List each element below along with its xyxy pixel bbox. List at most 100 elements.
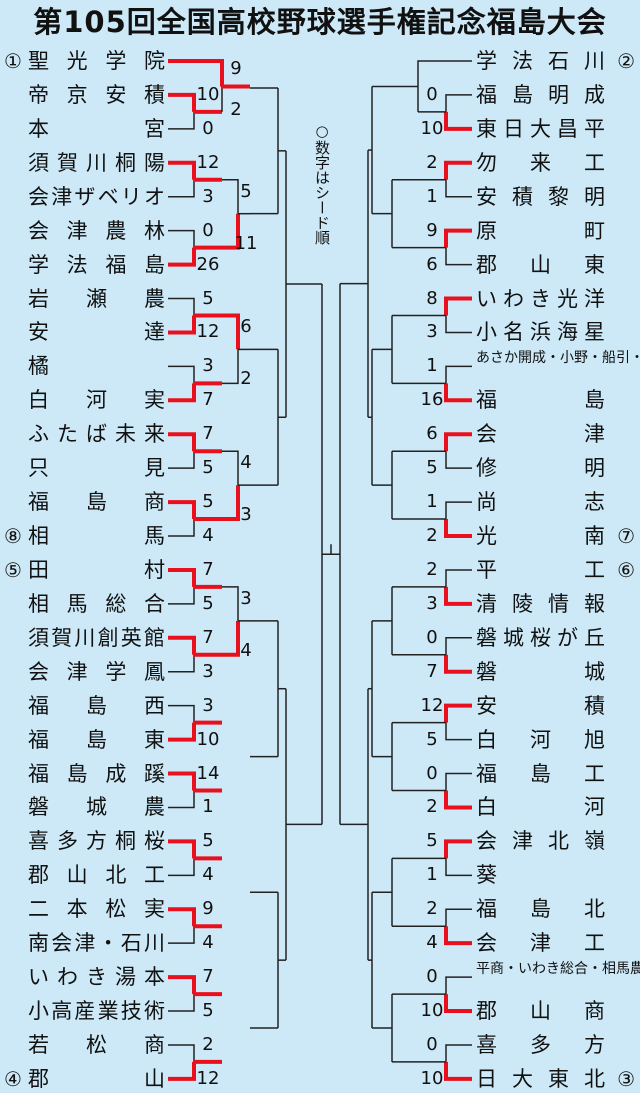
score-label: 4 — [240, 452, 252, 474]
score-label: 5 — [202, 830, 214, 852]
team-left-1: 帝京安積 — [4, 81, 172, 109]
team-right-9: あさか開成・小野・船引・伊達 — [472, 351, 640, 380]
team-right-25: 福島北 — [472, 895, 636, 923]
bracket-line — [445, 247, 472, 266]
score-label: 7 — [202, 389, 214, 411]
team-name: 原町 — [476, 218, 606, 243]
bracket-line — [168, 432, 196, 452]
team-left-29: 若松商 — [4, 1031, 172, 1059]
team-right-29: 喜多方 — [472, 1031, 636, 1059]
score-label: 5 — [202, 457, 214, 479]
team-right-6: 郡山東 — [472, 251, 636, 279]
team-name: 岩瀬農 — [28, 286, 166, 311]
score-label: 2 — [426, 151, 438, 173]
team-right-20: 白河旭 — [472, 726, 636, 754]
team-left-16: 相馬総合 — [4, 590, 172, 618]
bracket-line — [444, 703, 472, 723]
bracket-line — [168, 451, 195, 469]
team-name: 郡山 — [28, 1066, 166, 1091]
bracket-line — [445, 501, 472, 520]
bracket-line — [168, 519, 195, 537]
score-label: 12 — [196, 151, 220, 173]
bracket-line — [444, 790, 472, 810]
team-left-6: 学法福島 — [4, 251, 172, 279]
score-label: 5 — [426, 728, 438, 750]
bracket-line — [168, 229, 195, 248]
score-label: 16 — [420, 389, 444, 411]
team-name: 福島商 — [28, 490, 166, 515]
team-name: いわき光洋 — [476, 286, 606, 311]
score-label: 4 — [202, 525, 214, 547]
team-left-9: 橘 — [4, 352, 172, 380]
bracket-line — [168, 365, 195, 384]
score-label: 3 — [426, 592, 438, 614]
score-label: 12 — [196, 1067, 220, 1089]
bracket-line — [168, 315, 196, 335]
team-left-19: 福島西 — [4, 692, 172, 720]
score-label: 3 — [240, 587, 252, 609]
bracket-line — [168, 383, 196, 403]
team-name: 福島東 — [28, 727, 166, 752]
score-label: 9 — [202, 898, 214, 920]
team-name: 尚志 — [476, 490, 606, 515]
bracket-line — [168, 839, 196, 859]
score-label: 6 — [426, 423, 438, 445]
bracket-line — [168, 160, 196, 180]
seed-mark: ⑤ — [4, 557, 23, 582]
team-right-22: 白河 — [472, 793, 636, 821]
score-label: 5 — [202, 592, 214, 614]
score-label: 10 — [420, 1067, 444, 1089]
bracket-line — [168, 635, 196, 655]
team-name: 郡山商 — [476, 999, 606, 1024]
bracket-line — [168, 179, 195, 198]
team-name: 清陵情報 — [476, 591, 606, 616]
team-name: 安積 — [476, 693, 606, 718]
bracket-line — [444, 228, 472, 248]
team-name: ふたば未来 — [28, 422, 166, 447]
bracket-line — [445, 722, 472, 741]
team-right-1: 福島明成 — [472, 81, 636, 109]
bracket-line — [444, 994, 472, 1014]
team-name: 橘 — [28, 354, 50, 379]
team-right-26: 会津工 — [472, 929, 636, 957]
score-label: 5 — [426, 830, 438, 852]
bracket-line — [444, 383, 472, 403]
bracket-line — [168, 975, 196, 995]
bracket-line — [444, 1061, 472, 1081]
seed-mark: ⑦ — [617, 524, 636, 549]
bracket-line — [168, 858, 195, 877]
seed-mark: ② — [617, 49, 636, 73]
team-left-28: 小高産業技術 — [4, 997, 172, 1025]
team-name: 会津北嶺 — [476, 829, 606, 854]
team-right-7: いわき光洋 — [472, 285, 636, 313]
score-label: 0 — [202, 219, 214, 241]
team-left-7: 岩瀬農 — [4, 285, 172, 313]
team-left-23: 喜多方桐桜 — [4, 827, 172, 855]
score-label: 1 — [426, 864, 438, 886]
bracket-line — [445, 1044, 472, 1062]
bracket-line — [168, 722, 196, 742]
team-left-10: 白河実 — [4, 386, 172, 414]
score-label: 1 — [426, 491, 438, 513]
team-name: 会津工 — [476, 931, 606, 956]
score-label: 5 — [202, 1000, 214, 1022]
team-right-2: 東日大昌平 — [472, 115, 636, 143]
bracket-line — [444, 519, 472, 539]
bracket-line — [444, 296, 472, 316]
team-left-18: 会津学鳳 — [4, 658, 172, 686]
bracket-line — [444, 926, 472, 946]
seed-mark: ⑥ — [617, 557, 636, 582]
bracket-line — [444, 432, 472, 452]
score-label: 11 — [234, 232, 258, 254]
bracket-line — [445, 772, 472, 791]
bracket-line — [445, 94, 472, 112]
score-label: 8 — [426, 287, 438, 309]
score-label: 0 — [202, 117, 214, 139]
score-label: 3 — [240, 504, 252, 526]
team-right-10: 福島 — [472, 386, 636, 414]
bracket-line — [168, 500, 196, 520]
team-name: 白河旭 — [476, 727, 606, 752]
